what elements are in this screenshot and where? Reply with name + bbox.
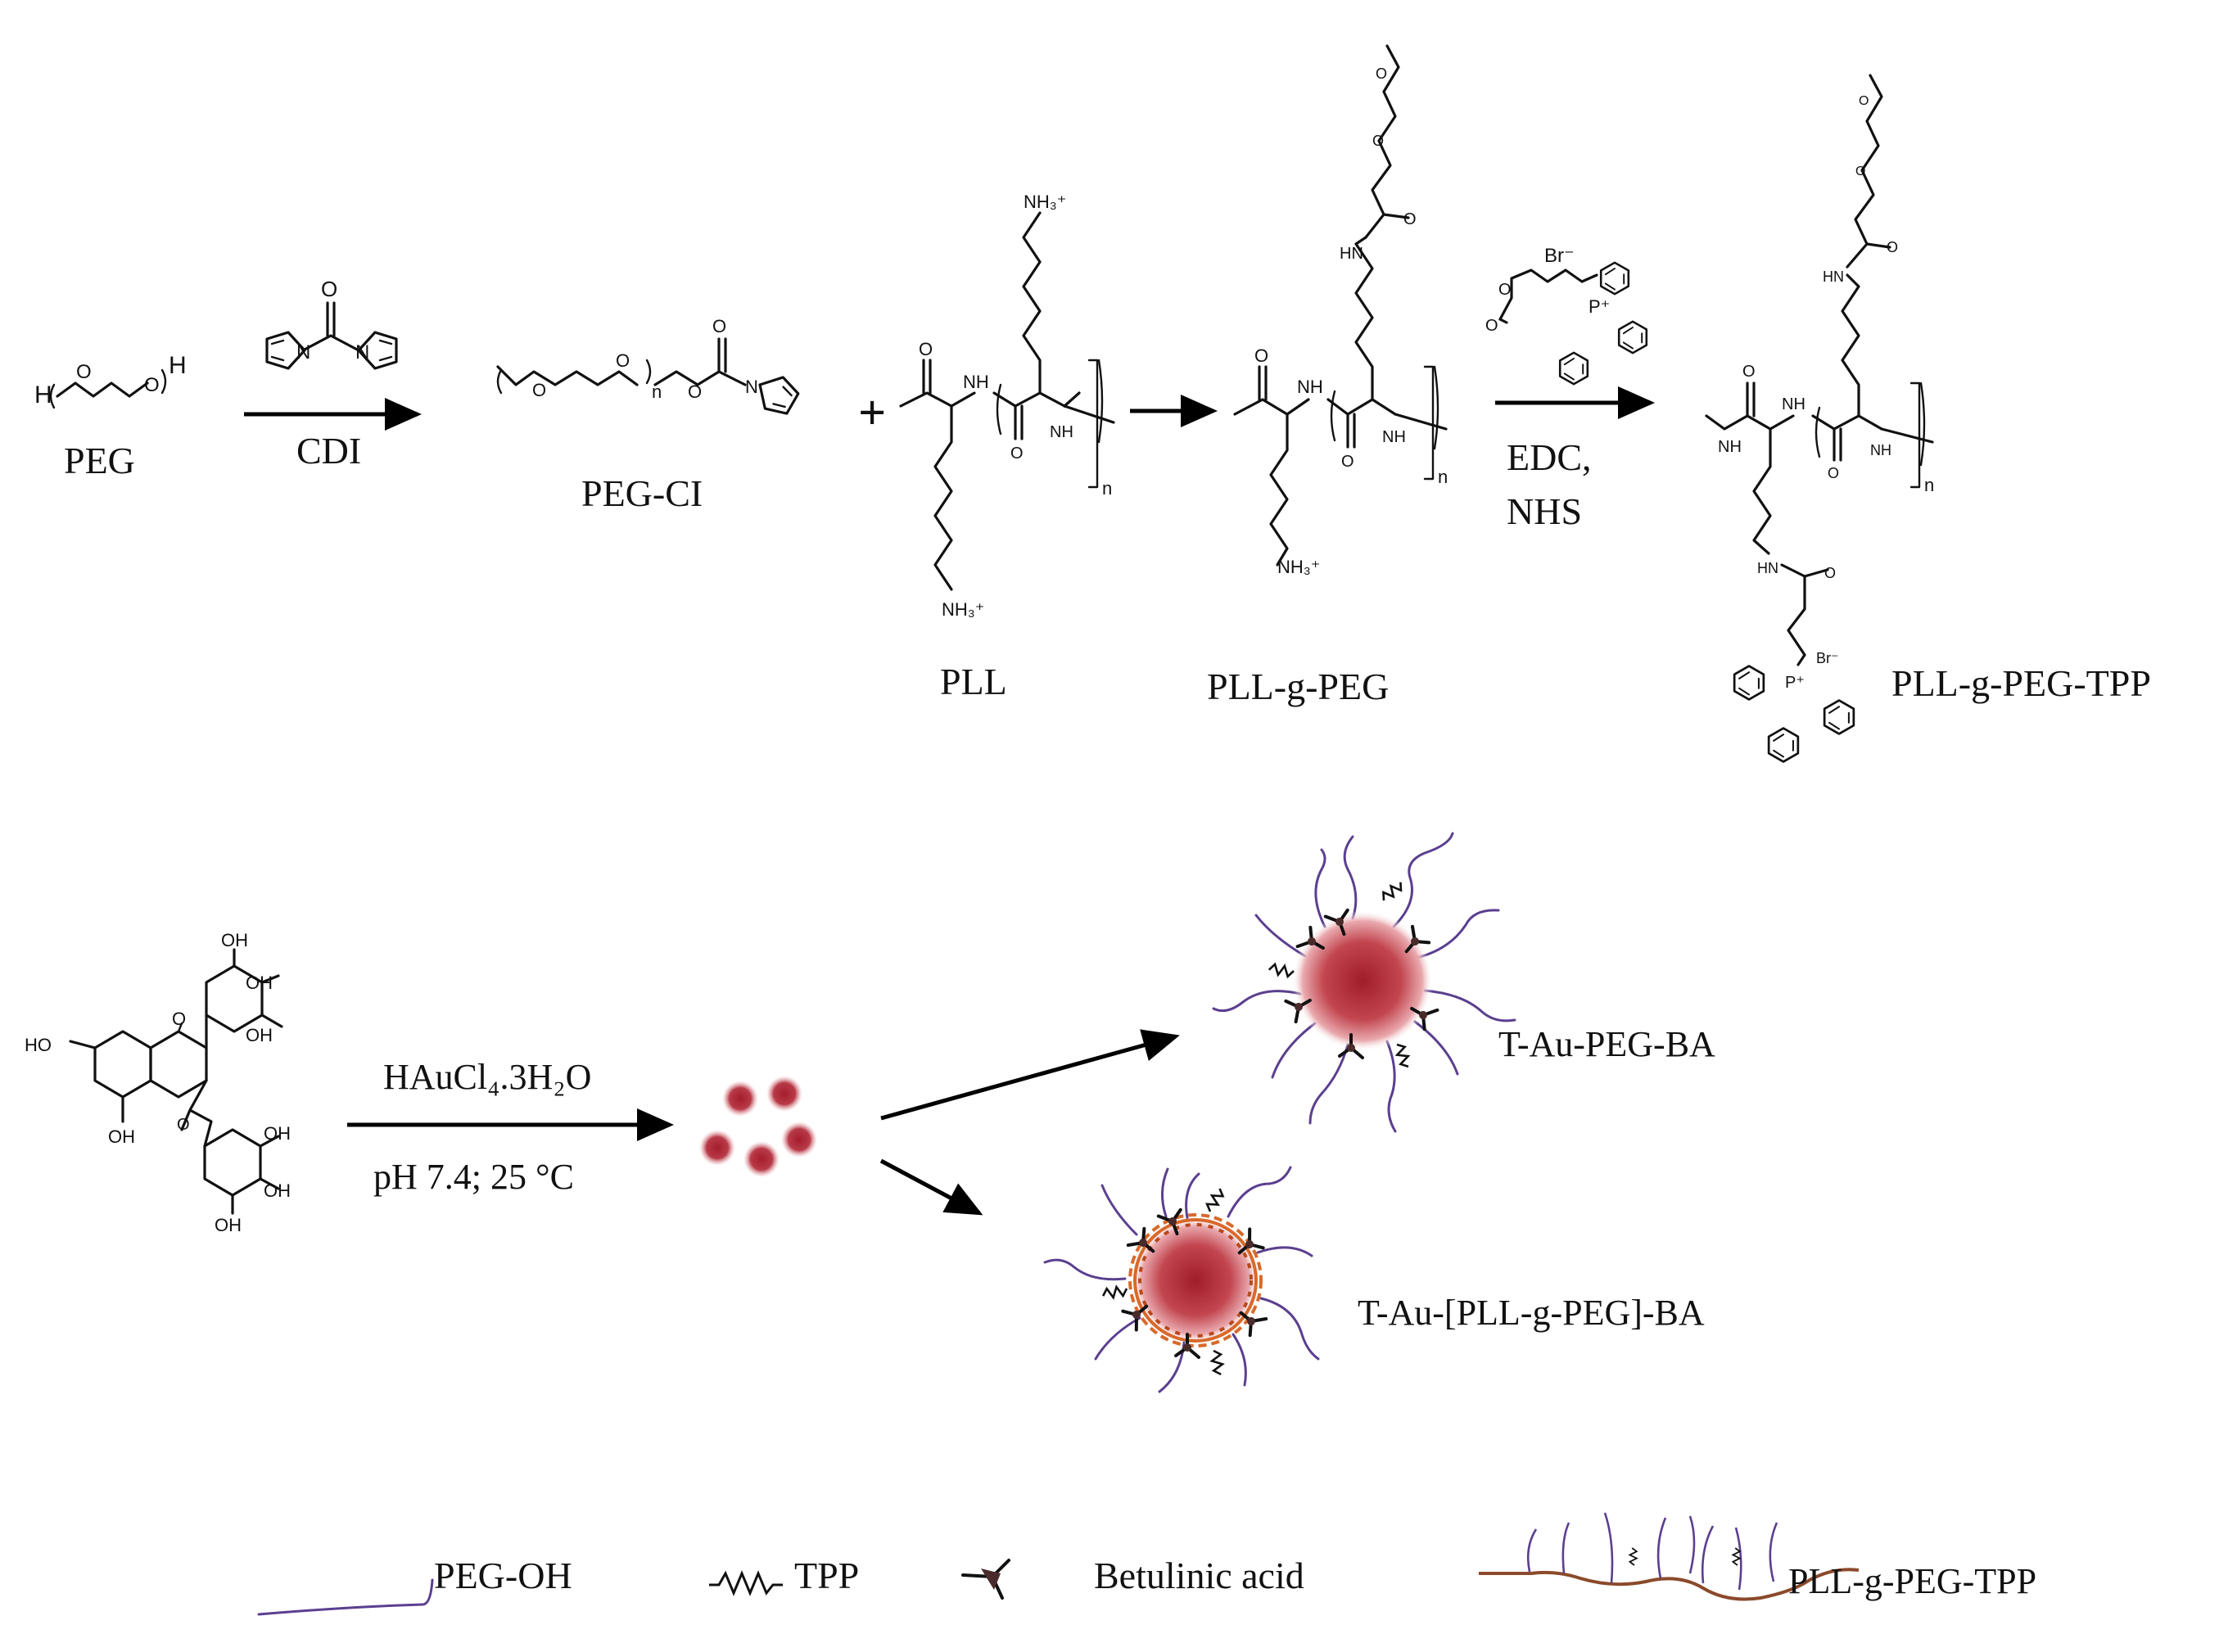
- pgpt-o4: O: [1855, 165, 1865, 178]
- pgp-o5: O: [1376, 65, 1387, 82]
- peg-ci-structure: O O n O O N: [496, 316, 803, 421]
- tpp-o1: O: [1485, 317, 1498, 335]
- tpp-acid-reagent: O O Br⁻ P⁺: [1485, 245, 1648, 386]
- pll-nh3-top: NH₃⁺: [1024, 192, 1066, 212]
- egcg-o-ring: O: [172, 1009, 186, 1029]
- cdi-structure: O N N: [265, 277, 398, 370]
- product-2-label: T-Au-[PLL-g-PEG]-BA: [1358, 1293, 1705, 1333]
- atom-h-left: H: [34, 381, 52, 408]
- tpp-br: Br⁻: [1544, 245, 1575, 267]
- cdi-n2: N: [355, 341, 369, 363]
- egcg-oh-7: OH: [215, 1215, 242, 1235]
- legend-tpp-symbol: [709, 1570, 783, 1596]
- pgp-hn: HN: [1340, 245, 1363, 263]
- condition-label: pH 7.4; 25 °C: [373, 1157, 574, 1197]
- pgpt-nh2: NH: [1782, 395, 1805, 413]
- cdi-n1: N: [296, 341, 310, 363]
- cdi-label: CDI: [296, 430, 361, 472]
- pgpt-o5: O: [1859, 94, 1869, 108]
- legend-pll-g-peg-tpp-label: PLL-g-PEG-TPP: [1788, 1561, 2036, 1601]
- pgp-nh2: NH: [1382, 428, 1406, 446]
- legend: PEG-OH TPP Betulinic acid PLL-g-PEG-TPP: [257, 1512, 2036, 1616]
- pll-nh2: NH: [1050, 423, 1073, 441]
- pgpt-nh1: NH: [1718, 438, 1742, 456]
- pgp-nh3: NH₃⁺: [1277, 557, 1320, 577]
- pgpt-n: n: [1924, 475, 1934, 495]
- egcg-o-ester: O: [177, 1116, 190, 1134]
- legend-pll-g-peg-tpp-symbol: [1479, 1512, 1860, 1601]
- tpp-o2: O: [1498, 281, 1512, 299]
- arrow-to-product-1: [880, 1029, 1180, 1121]
- edc-label: EDC,: [1507, 436, 1592, 478]
- arrow-to-product-2: [879, 1158, 983, 1216]
- pgp-n: n: [1438, 467, 1448, 487]
- pgp-o2: O: [1341, 453, 1354, 471]
- pll-g-peg-tpp-structure: NH O NH O NH HN O O O HN O Br⁻ P⁺ n: [1705, 74, 1934, 763]
- pll-label: PLL: [940, 661, 1007, 702]
- pegci-o2: O: [616, 350, 630, 371]
- atom-o-2: O: [144, 374, 160, 396]
- egcg-oh-4: OH: [246, 1025, 273, 1045]
- pll-nh3-bottom: NH₃⁺: [942, 599, 984, 620]
- plus-sign: +: [858, 386, 886, 440]
- egcg-oh-3: OH: [246, 973, 273, 993]
- pgpt-br: Br⁻: [1816, 650, 1839, 666]
- legend-tpp-label: TPP: [794, 1555, 859, 1596]
- gold-nanoparticles: [699, 1076, 817, 1177]
- t-au-peg-ba-particle: [1212, 832, 1516, 1133]
- egcg-oh-2: OH: [221, 930, 248, 950]
- reagent-label: HAuCl₄.3H₂O: [383, 1057, 591, 1097]
- pegci-o4: O: [712, 316, 726, 336]
- pgp-o3: O: [1403, 210, 1417, 228]
- egcg-oh-6: OH: [264, 1180, 291, 1201]
- atom-h-right: H: [169, 352, 187, 379]
- pll-o1: O: [919, 339, 933, 359]
- egcg-oh-5: OH: [264, 1123, 291, 1144]
- pgp-o1: O: [1254, 345, 1268, 366]
- pgpt-o2: O: [1828, 465, 1839, 481]
- pll-n: n: [1102, 478, 1112, 499]
- atom-o-1: O: [76, 361, 92, 383]
- pll-o2: O: [1010, 445, 1024, 463]
- peg-label: PEG: [64, 440, 135, 481]
- pll-structure: O NH O NH NH₃⁺ NH₃⁺ n: [899, 192, 1115, 620]
- cdi-o: O: [321, 277, 337, 301]
- pgp-nh1: NH: [1297, 377, 1323, 397]
- pegci-n-imid: N: [745, 377, 758, 397]
- legend-peg-oh-symbol: [257, 1578, 434, 1616]
- pgpt-o1: O: [1742, 363, 1756, 381]
- pgpt-nh3: NH: [1870, 442, 1891, 458]
- pgpt-o6: O: [1824, 565, 1836, 581]
- legend-betulinic-acid-symbol: [961, 1559, 1010, 1600]
- egcg-oh-1: OH: [108, 1126, 135, 1147]
- nhs-label: NHS: [1507, 490, 1582, 532]
- tpp-p: P⁺: [1589, 296, 1610, 317]
- product-1-label: T-Au-PEG-BA: [1498, 1024, 1715, 1064]
- pgp-o4: O: [1372, 133, 1384, 149]
- pegci-n: n: [652, 381, 662, 402]
- pgpt-hn-top: HN: [1823, 269, 1844, 285]
- pegci-o3: O: [688, 381, 702, 402]
- pll-g-peg-structure: O NH O NH HN O O O NH₃⁺ n: [1233, 44, 1448, 577]
- t-au-pll-g-peg-ba-particle: [1043, 1166, 1320, 1393]
- pll-nh1: NH: [963, 372, 989, 392]
- pll-g-peg-label: PLL-g-PEG: [1207, 666, 1389, 707]
- pgpt-o3: O: [1887, 239, 1898, 255]
- pgpt-hn-bottom: HN: [1757, 560, 1778, 576]
- pgpt-p: P⁺: [1785, 674, 1805, 692]
- egcg-ho-1: HO: [25, 1035, 52, 1055]
- legend-peg-oh-label: PEG-OH: [434, 1555, 572, 1596]
- egcg-structure: O O HO OH OH OH OH OH OH OH: [25, 930, 291, 1235]
- peg-structure: H O O H: [34, 352, 187, 409]
- legend-betulinic-acid-label: Betulinic acid: [1094, 1555, 1304, 1596]
- pegci-o1: O: [532, 380, 546, 400]
- peg-ci-label: PEG-CI: [581, 472, 703, 514]
- pll-g-peg-tpp-label: PLL-g-PEG-TPP: [1891, 662, 2151, 704]
